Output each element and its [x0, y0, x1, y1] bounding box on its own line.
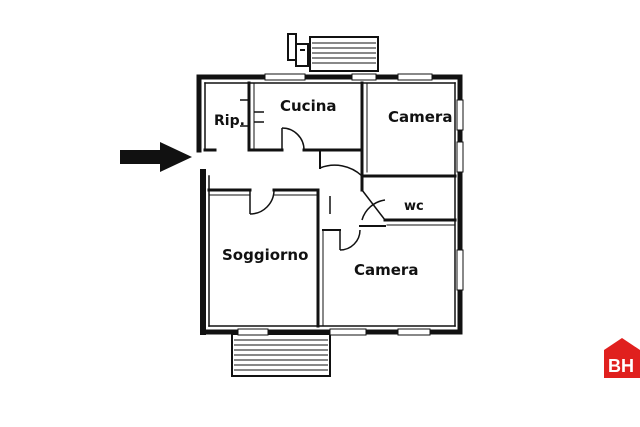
room-label-camera-top: Camera: [388, 108, 452, 126]
bottom-balcony: [231, 333, 331, 377]
door-swings: [249, 127, 386, 251]
bh-logo-text: BH: [608, 356, 634, 376]
bh-logo: BH: [604, 338, 640, 378]
arrow-right-icon: [120, 142, 192, 172]
rip-details: [240, 99, 264, 127]
room-label-cucina: Cucina: [280, 97, 337, 115]
room-label-wc: wc: [404, 199, 424, 214]
top-balcony: [287, 33, 379, 72]
room-label-soggiorno: Soggiorno: [222, 246, 308, 264]
room-label-rip: Rip.: [214, 113, 245, 129]
room-label-camera-bottom: Camera: [354, 261, 418, 279]
windows: [237, 73, 464, 336]
